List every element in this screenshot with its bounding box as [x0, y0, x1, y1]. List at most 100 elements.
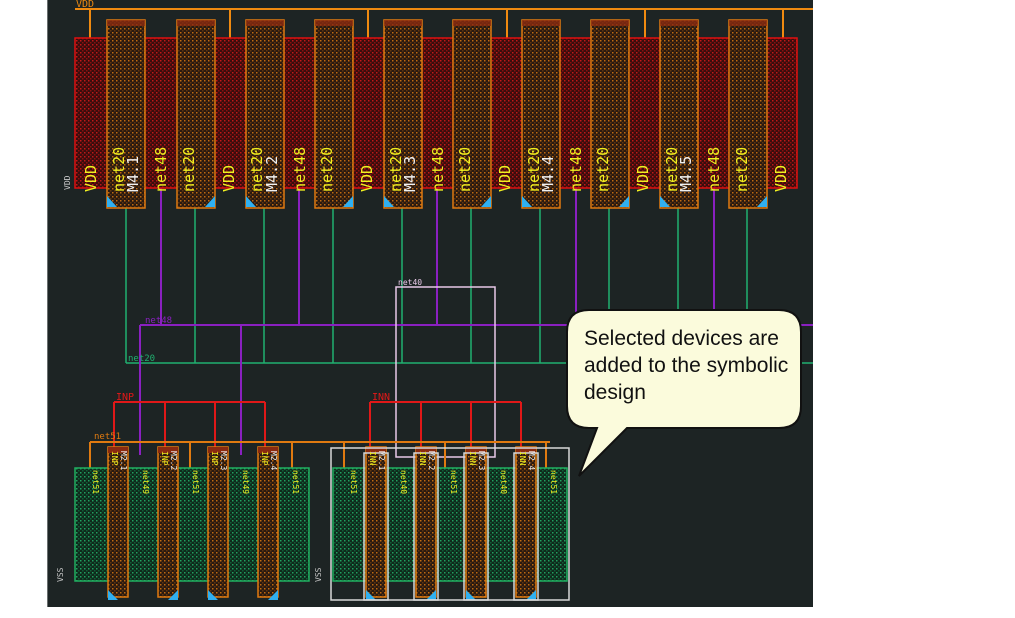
device-name-label: M2.1: [377, 451, 386, 470]
net-label: net20: [180, 147, 198, 192]
device-name-label: M4.2: [263, 156, 281, 192]
gate-contact: [453, 20, 491, 26]
pin-marker: [366, 590, 376, 600]
pmos-gate: [452, 19, 492, 209]
net-label: VDD: [496, 165, 514, 192]
pin-marker: [619, 196, 629, 207]
pin-marker: [205, 196, 215, 207]
net-label: net51: [191, 470, 200, 494]
device-name-label: M2.2: [427, 451, 436, 470]
device-name-label: M2.4: [527, 451, 536, 470]
device-name-label: M4.5: [677, 156, 695, 192]
pin-marker: [757, 196, 767, 207]
gate-contact: [315, 20, 353, 26]
pmos-gate: [314, 19, 354, 209]
net-label: net51: [91, 470, 100, 494]
net-label: net40: [399, 470, 408, 494]
pin-marker: [384, 196, 394, 207]
gate-net-label: INN: [418, 451, 427, 466]
gate-contact: [177, 20, 215, 26]
wires-layer: [75, 8, 813, 468]
gate-net-label: INP: [110, 451, 119, 466]
net40-wire: [395, 286, 496, 458]
gate-contact: [107, 20, 145, 26]
device-name-label: M2.4: [269, 451, 278, 470]
callout-bubble: [566, 309, 802, 477]
pmos-gate: [590, 19, 630, 209]
net-label: net51: [549, 470, 558, 494]
inn-label: INN: [372, 392, 390, 403]
net-label: net20: [594, 147, 612, 192]
net-label: net20: [248, 147, 266, 192]
pin-marker: [343, 196, 353, 207]
pin-marker: [246, 196, 256, 207]
vdd-rail-label: VDD: [76, 0, 94, 10]
pin-marker: [522, 196, 532, 207]
pin-marker: [526, 590, 536, 600]
net-label: net51: [349, 470, 358, 494]
selection-gate-box: [413, 452, 439, 601]
vss-label: VSS: [314, 567, 323, 582]
vss-label: VSS: [56, 567, 65, 582]
device-name-label: M4.3: [401, 156, 419, 192]
pin-marker: [107, 196, 117, 207]
callout-text: Selected devices are added to the symbol…: [584, 327, 789, 404]
selection-box: [330, 447, 570, 601]
device-name-label: M2.2: [169, 451, 178, 470]
net-label: VDD: [220, 165, 238, 192]
pin-marker: [168, 590, 178, 600]
device-name-label: M2.3: [477, 451, 486, 470]
net-label: net20: [110, 147, 128, 192]
pmos-gate: [383, 19, 423, 209]
net-label: net20: [387, 147, 405, 192]
net-label: net20: [733, 147, 751, 192]
pmos-gate: [728, 19, 768, 209]
pin-marker: [208, 590, 218, 600]
net-label: net48: [291, 147, 309, 192]
gate-contact: [522, 20, 560, 26]
selection-gate-box: [463, 452, 489, 601]
gate-contact: [158, 447, 178, 453]
vdd-side-label: VDD: [63, 175, 72, 190]
gate-contact: [208, 447, 228, 453]
net-label: VDD: [634, 165, 652, 192]
device-name-label: M4.4: [539, 156, 557, 192]
gate-contact: [516, 447, 536, 453]
net-label: net20: [525, 147, 543, 192]
gate-contact: [366, 447, 386, 453]
gate-net-label: INN: [518, 451, 527, 466]
net-label: net20: [318, 147, 336, 192]
net-label: VDD: [82, 165, 100, 192]
net-label: net20: [663, 147, 681, 192]
gate-contact: [466, 447, 486, 453]
pin-marker: [268, 590, 278, 600]
gate-net-label: INN: [368, 451, 377, 466]
net-label: VDD: [358, 165, 376, 192]
gate-contact: [660, 20, 698, 26]
devices-layer: [74, 19, 798, 601]
gate-contact: [416, 447, 436, 453]
pin-marker: [466, 590, 476, 600]
net48-label: net48: [145, 316, 172, 326]
net-label: net48: [429, 147, 447, 192]
net-label: net40: [499, 470, 508, 494]
pmos-gate: [659, 19, 699, 209]
net-label: net48: [567, 147, 585, 192]
device-name-label: M4.1: [124, 156, 142, 192]
net20-label: net20: [128, 354, 155, 364]
pmos-gate: [176, 19, 216, 209]
gate-contact: [258, 447, 278, 453]
net-label: net51: [291, 470, 300, 494]
gate-contact: [246, 20, 284, 26]
pin-marker: [426, 590, 436, 600]
pin-marker: [481, 196, 491, 207]
gate-contact: [591, 20, 629, 26]
net-label: net48: [705, 147, 723, 192]
pin-marker: [660, 196, 670, 207]
gate-net-label: INP: [210, 451, 219, 466]
pmos-gate: [245, 19, 285, 209]
selection-gate-box: [513, 452, 539, 601]
gate-contact: [384, 20, 422, 26]
